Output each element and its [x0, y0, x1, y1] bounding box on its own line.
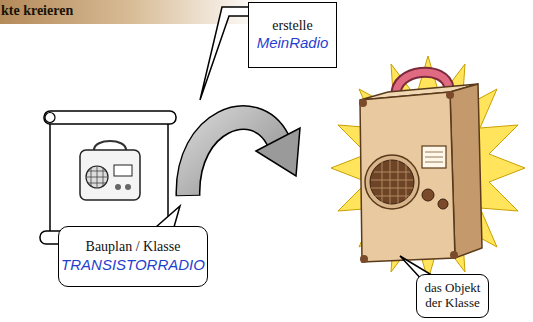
callout-text: Bauplan / Klasse: [86, 239, 181, 256]
create-arrow: [188, 118, 300, 196]
starburst: [331, 56, 525, 280]
callout-text: das Objekt der Klasse: [421, 281, 484, 311]
callout-box: erstelleMeinRadio: [248, 2, 337, 68]
callout-bubble: Bauplan / KlasseTRANSISTORRADIO: [58, 226, 208, 287]
callout-bubble: das Objekt der Klasse: [416, 274, 489, 318]
radio-object: [359, 72, 482, 263]
callout-tail: [200, 7, 249, 100]
class-name: TRANSISTORRADIO: [61, 256, 205, 274]
scroll-blueprint: [40, 111, 176, 244]
class-name: MeinRadio: [257, 34, 329, 52]
callout-text: erstelle: [272, 18, 312, 35]
header-title: kte kreieren: [1, 3, 73, 19]
